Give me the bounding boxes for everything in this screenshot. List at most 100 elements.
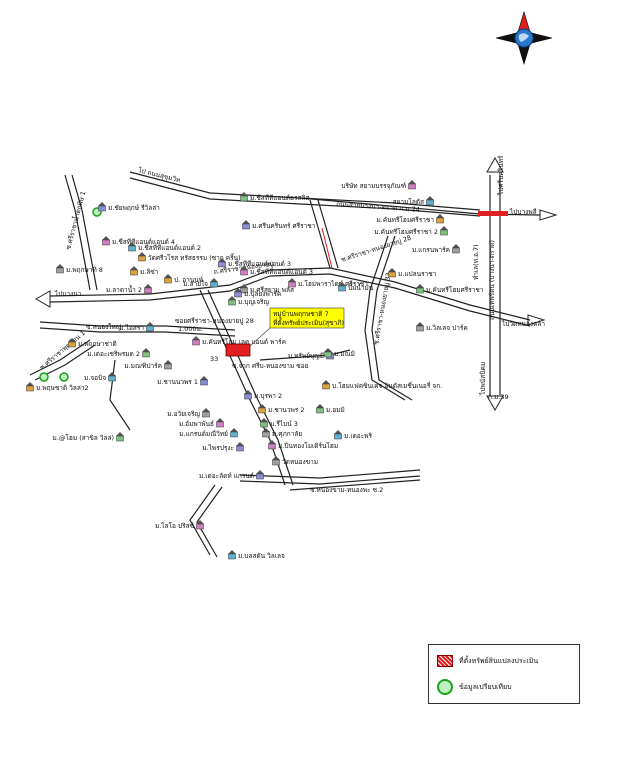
place-label: ม.มณฑิปาร์ค xyxy=(124,362,162,370)
house-icon xyxy=(288,278,296,288)
place-p6: ม.พฤกษาทิ 8 xyxy=(56,264,103,274)
place-label: ม.อวัยเจริญ xyxy=(167,410,200,418)
house-icon xyxy=(242,220,250,230)
place-p8: บริษัท สยามบรรจุภัณฑ์ xyxy=(341,180,416,190)
house-icon xyxy=(268,440,276,450)
place-label: ม.คันทรีโฮม เลค แอนด์ พาร์ค xyxy=(202,338,286,346)
house-icon xyxy=(164,274,172,284)
house-icon xyxy=(196,520,204,530)
house-icon xyxy=(230,428,238,438)
place-label: ม.อมมิ xyxy=(326,406,345,414)
place-label: ม.โฮมพาราไดซ์ ศรีราชา xyxy=(298,280,368,288)
house-icon xyxy=(216,418,224,428)
place-p9: สยามโลตัส xyxy=(393,196,434,206)
place-label: ปั๊มน้ำมัน xyxy=(348,283,374,292)
place-p48: วัดหนองขาม xyxy=(272,456,318,466)
place-p12: ม.แกรนพาร์ค xyxy=(412,244,460,254)
place-p37: ม.บุรพา 2 xyxy=(244,390,282,400)
place-p38: ม.อัมพาพันธ์ xyxy=(179,418,224,428)
house-icon xyxy=(436,214,444,224)
svg-text:ไปศรีนครินทร์: ไปศรีนครินทร์ xyxy=(497,155,505,196)
place-label: ม.ลาดาน้ำ 2 xyxy=(106,285,142,294)
place-p26: ม.ลาดาน้ำ 2 xyxy=(106,284,152,294)
place-label: ม.ชีสทีทีแอนด์แอนด์ 4 xyxy=(112,238,175,246)
house-icon xyxy=(146,322,154,332)
house-icon xyxy=(440,226,448,236)
place-label: ม.จอบิจ xyxy=(84,374,106,382)
place-label: ม.บุลยงพาร์ค xyxy=(244,290,281,298)
place-p46: บ.โฮมแฟคซินเคจ อินดัสเมชี่นเนอรี่ จก. xyxy=(322,380,442,390)
place-p35: ม.@โฮม (สาขิล วิลล่) xyxy=(53,432,124,442)
house-icon xyxy=(236,442,244,452)
house-icon xyxy=(164,360,172,370)
house-icon xyxy=(240,192,248,202)
house-icon xyxy=(144,284,152,294)
place-label: ม.ชีสทีทีแอนด์อรสลิส xyxy=(250,194,309,202)
house-icon xyxy=(324,348,332,358)
house-icon xyxy=(388,268,396,278)
place-p32: ม.คันทรีโฮม เลค แอนด์ พาร์ค xyxy=(192,336,286,346)
subject-tag: 33 xyxy=(210,355,218,363)
place-p43: ม.ไพรปรุงะ xyxy=(202,442,244,452)
place-label: ม.พฤกษาชาติ xyxy=(78,340,117,348)
place-p13: ม.ชีสทีทีแอนด์แอนด์ 3 xyxy=(218,258,291,268)
legend-item-subject: ที่ตั้งทรัพย์สินแปลงประเมิน xyxy=(437,655,538,667)
hatch-swatch-icon xyxy=(437,655,453,667)
house-icon xyxy=(272,456,280,466)
house-icon xyxy=(56,264,64,274)
place-p24: ม.วิลเลจ ปาร์ค xyxy=(416,322,468,332)
place-p20: ม.โฮมพาราไดซ์ ศรีราชา xyxy=(288,278,368,288)
place-label: ม.ทรัพย์บุญมี xyxy=(288,352,324,360)
place-p22: ม.แปลนราชา xyxy=(388,268,437,278)
circle-swatch-icon xyxy=(437,679,453,695)
place-label: ม.อัมพาพันธ์ xyxy=(179,420,214,428)
house-icon xyxy=(210,278,218,288)
place-p11: ม.คันทรีโฮมศรีราชา 2 xyxy=(374,226,448,236)
house-icon xyxy=(228,296,236,306)
place-label: วัดศรีวโรส ทรัสธรรม (ซาก คริ้น) xyxy=(148,253,241,262)
place-label: สยามโลตัส xyxy=(393,198,424,206)
svg-text:ไปบางนา: ไปบางนา xyxy=(54,290,82,298)
place-p49: ม.เดอะลัดท์ แกรนด์ xyxy=(199,470,264,480)
place-p27: ม.ไอสรา xyxy=(119,322,154,332)
place-p3: ม.ชีสทีทีแอนด์แอนด์ 2 xyxy=(128,242,201,252)
house-icon xyxy=(234,288,242,298)
place-p36: ม.อวัยเจริญ xyxy=(167,408,210,418)
house-icon xyxy=(416,284,424,294)
place-markers: ม.ชัยพฤกษ์ รีวิลล่าม.ชีสทีทีแอนด์แอนด์ 4… xyxy=(26,180,484,560)
place-p52: ป. อานนท์ xyxy=(164,274,203,284)
house-icon xyxy=(452,244,460,254)
subject-property[interactable]: หมู่บ้านพฤกษชาติ 7 ที่ตั้งทรัพย์ประเมิน(… xyxy=(210,307,345,363)
place-p19: ม.บุลยงพาร์ค xyxy=(234,288,281,298)
place-p21: ปั๊มน้ำมัน xyxy=(338,282,374,292)
place-p45: ม.เดอะพริ xyxy=(334,430,372,440)
place-label: ม.เดอะพริ xyxy=(344,432,372,440)
map-legend: ที่ตั้งทรัพย์สินแปลงประเมิน ข้อมูลเปรียบ… xyxy=(428,644,580,704)
svg-text:ไปวัดหนองคล้า: ไปวัดหนองคล้า xyxy=(501,320,545,328)
place-p33: ม.จอบิจ xyxy=(84,372,116,382)
place-label: ม.ศรีนครินทร์ ศรีราชา xyxy=(252,222,316,230)
place-p40: ม.ชานวพร 2 xyxy=(258,404,304,414)
svg-text:ซ.หนองขาม-หนองพะ ซ.2: ซ.หนองขาม-หนองพะ ซ.2 xyxy=(310,486,383,494)
place-label: ม.ไลโอ ปริสซ์ xyxy=(155,522,195,530)
place-p39: ม.แกรนด์มณีวิทย์ xyxy=(179,428,238,438)
house-icon xyxy=(260,418,268,428)
house-icon xyxy=(192,336,200,346)
house-icon xyxy=(138,252,146,262)
place-p42: ม.ศุภกาลัย xyxy=(262,428,302,438)
place-p15: ม.สายใจ xyxy=(183,278,218,288)
subject-label-line1: หมู่บ้านพฤกษชาติ 7 xyxy=(273,310,329,318)
house-icon xyxy=(200,376,208,386)
house-icon xyxy=(256,470,264,480)
house-icon xyxy=(334,430,342,440)
svg-text:ซ.จาก ศรีบ-หนองขาม ซอย: ซ.จาก ศรีบ-หนองขาม ซอย xyxy=(232,362,309,370)
place-label: ม.เดอะลัดท์ แกรนด์ xyxy=(199,472,254,480)
house-icon xyxy=(128,242,136,252)
place-label: ม.ไอสรา xyxy=(119,324,144,332)
place-p53: ม.มณมิ xyxy=(324,348,355,358)
place-label: วัดหนองขาม xyxy=(282,458,318,466)
place-label: ม.แปลนราชา xyxy=(398,270,437,278)
place-label: ม.สายใจ xyxy=(183,280,208,288)
svg-text:ก.ม.39: ก.ม.39 xyxy=(488,393,509,401)
